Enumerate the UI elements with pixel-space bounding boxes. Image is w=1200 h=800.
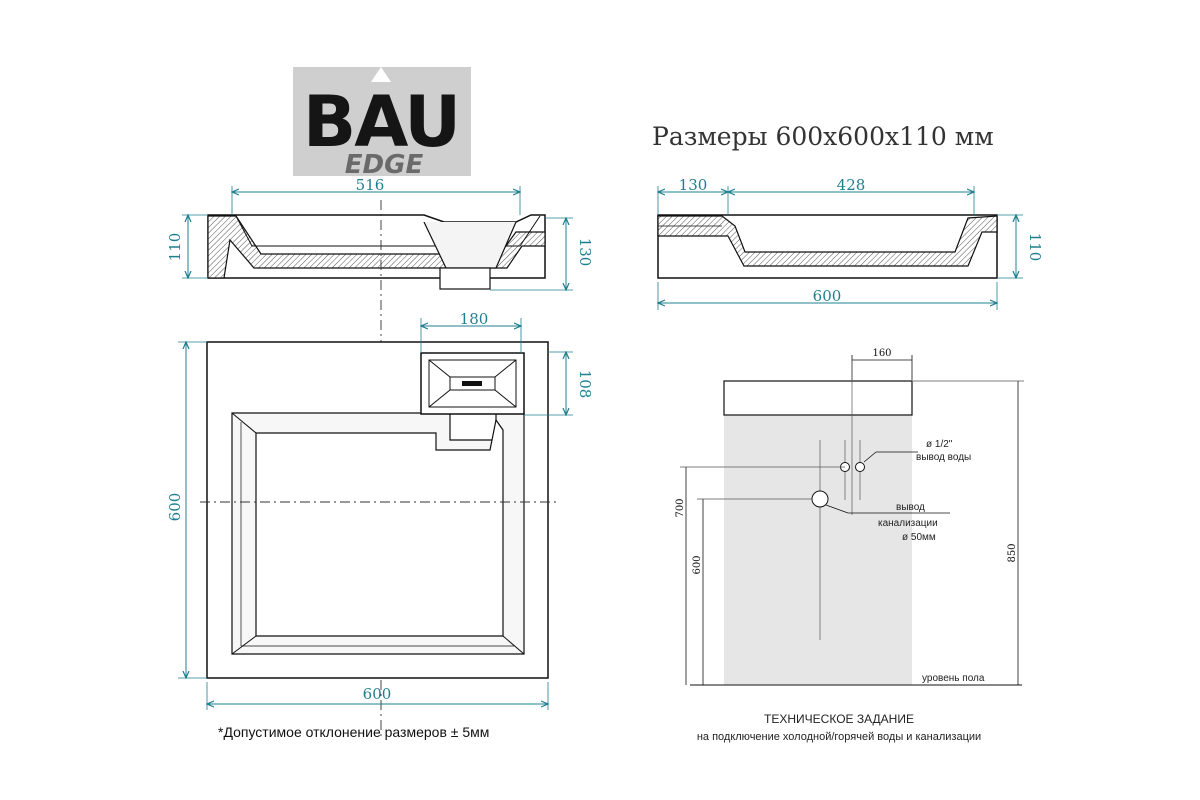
water-diameter: ø 1/2": [926, 439, 953, 450]
drain-label-1: вывод: [896, 502, 925, 513]
drain-diameter: ø 50мм: [902, 532, 936, 543]
sink-block: [723, 380, 913, 416]
logo-text: BAU: [303, 81, 459, 163]
spec-title: ТЕХНИЧЕСКОЕ ЗАДАНИЕ: [764, 712, 914, 726]
dim-front-height: 110: [1026, 233, 1044, 262]
drain-label-2: канализации: [878, 518, 938, 529]
dim-side-width: 516: [356, 176, 385, 194]
drain-outlet-icon: [811, 490, 829, 508]
dim-front-total: 600: [813, 287, 842, 305]
floor-label: уровень пола: [922, 673, 985, 684]
dim-side-height-left: 110: [166, 233, 184, 262]
side-section-view: 516 110 130: [166, 176, 594, 740]
dim-top-width: 600: [363, 685, 392, 703]
top-plan-view: 180 108 600 600: [166, 310, 594, 710]
front-section-view: 130 428 600 110: [658, 176, 1044, 310]
dim-front-offset: 130: [679, 176, 708, 194]
brand-logo: BAU EDGE: [293, 67, 471, 180]
spec-subtitle: на подключение холодной/горячей воды и к…: [697, 731, 981, 743]
water-label: вывод воды: [916, 452, 971, 463]
dim-front-inner: 428: [837, 176, 866, 194]
logo-subtext: EDGE: [345, 150, 424, 180]
dim-drain-height: 600: [692, 555, 703, 574]
dim-top-depth: 600: [166, 493, 184, 522]
page-title: Размеры 600x600x110 мм: [652, 122, 994, 151]
dim-soap-width: 180: [460, 310, 489, 328]
tolerance-note: *Допустимое отклонение размеров ± 5мм: [218, 724, 489, 740]
water-outlet-right-icon: [855, 462, 865, 472]
installation-diagram: уровень пола 160 ø 1/2" вывод воды вывод…: [675, 348, 1024, 686]
dim-side-height-right: 130: [576, 238, 594, 267]
dim-soap-depth: 108: [576, 370, 594, 399]
dim-install-offset: 160: [872, 348, 891, 359]
dim-sink-height: 850: [1007, 543, 1018, 562]
dim-water-height: 700: [675, 498, 686, 517]
wall-area: [724, 415, 912, 685]
